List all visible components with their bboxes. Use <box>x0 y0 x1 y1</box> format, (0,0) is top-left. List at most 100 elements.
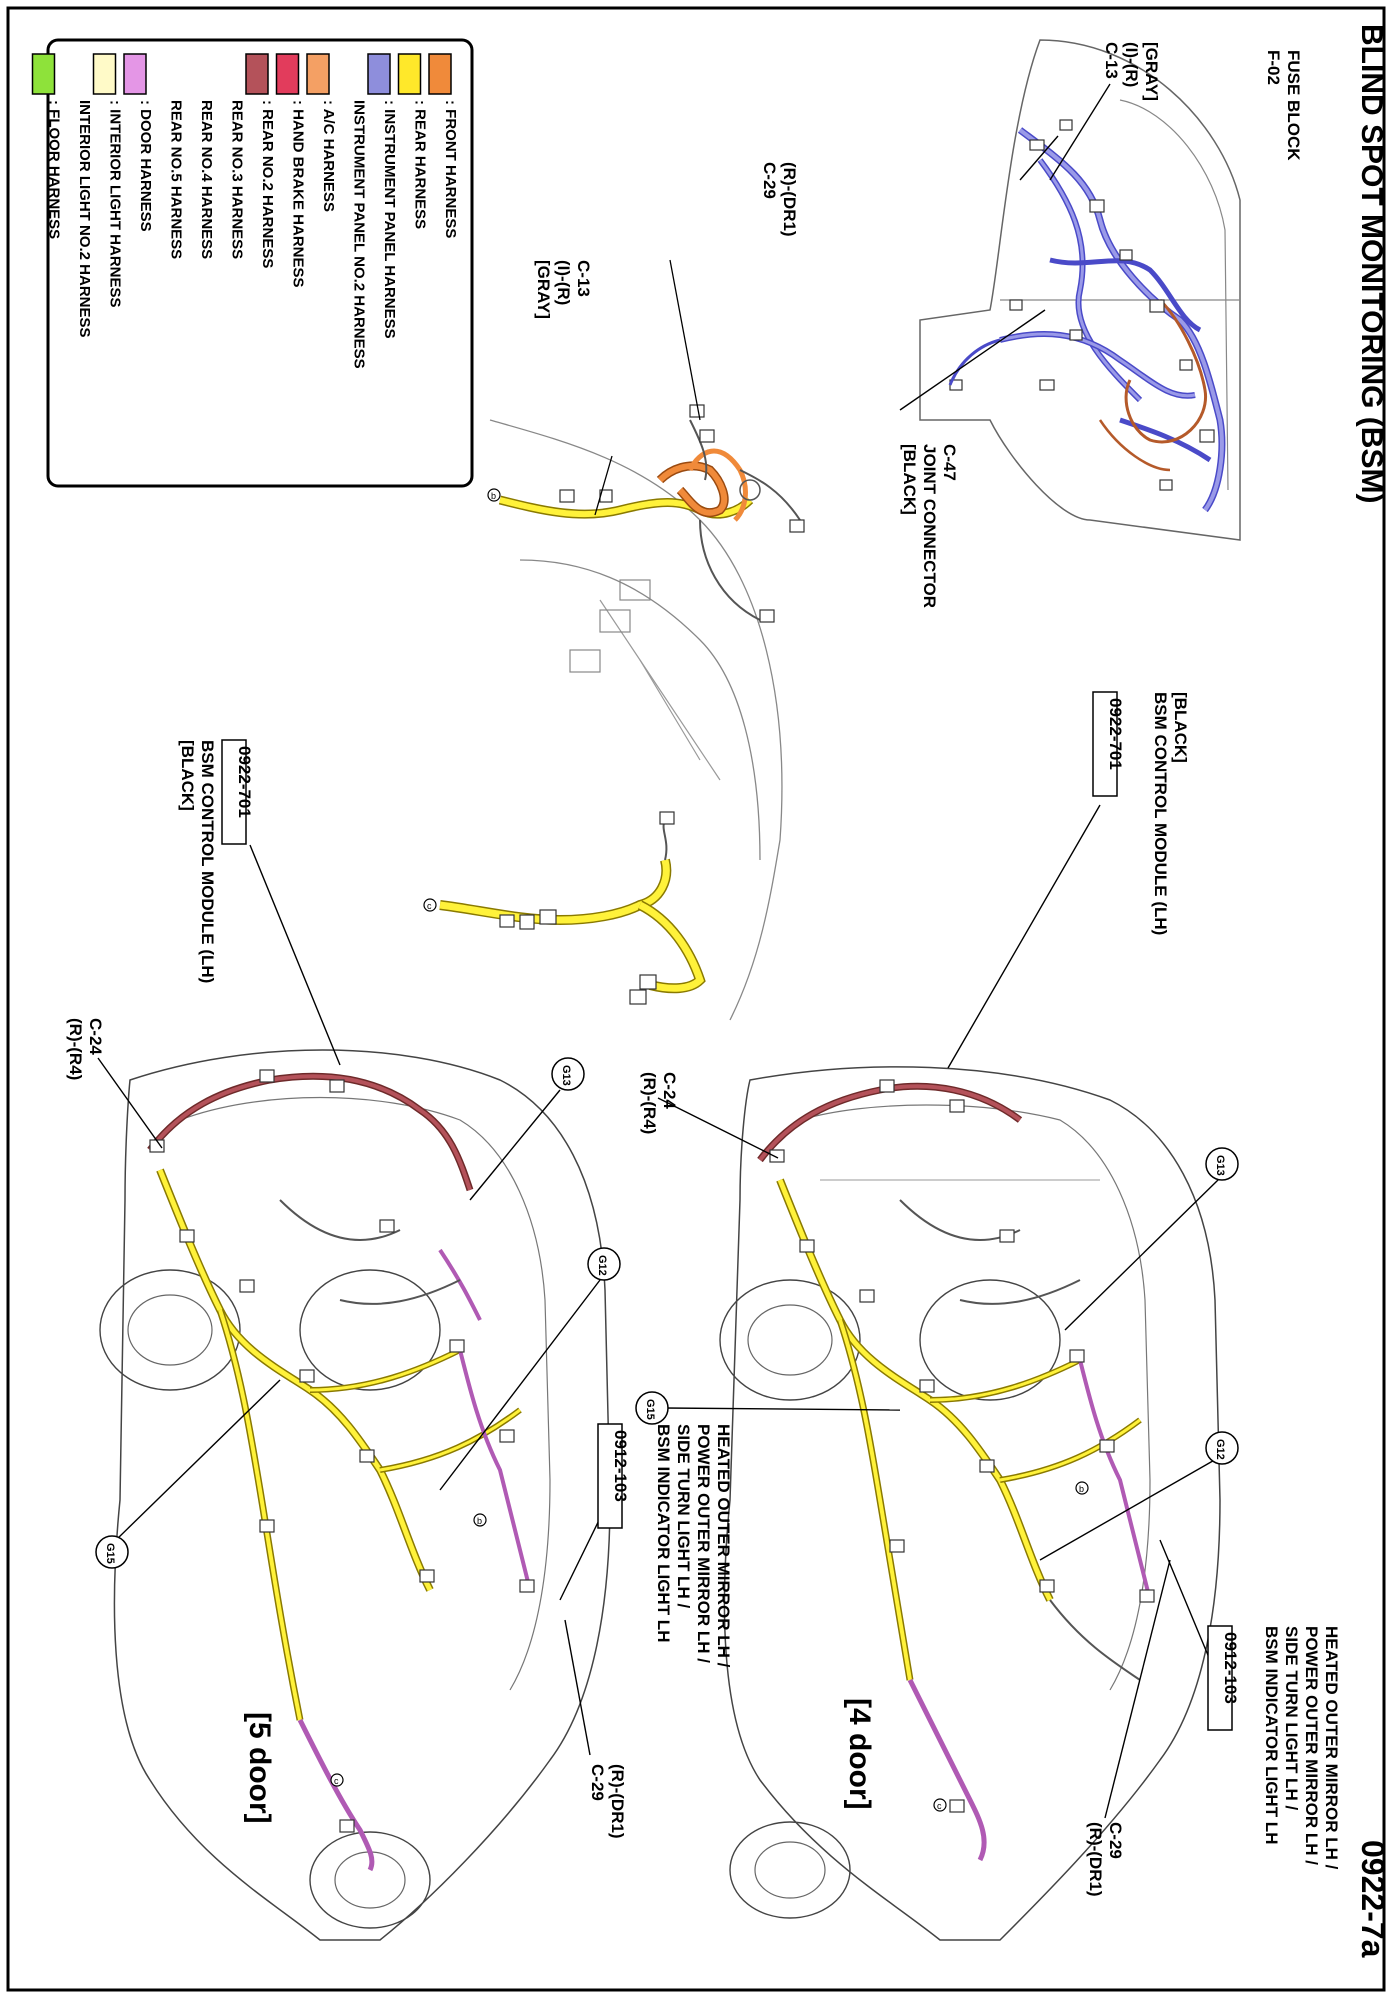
svg-text:FUSE BLOCK: FUSE BLOCK <box>1284 50 1303 161</box>
c24-label-4door: C-24 (R)-(R4) <box>640 1072 679 1134</box>
legend-label: REAR NO.4 HARNESS <box>198 100 215 259</box>
legend-swatch <box>245 53 269 95</box>
legend-box <box>46 38 474 488</box>
legend-label: INSTRUMENT PANEL NO.2 HARNESS <box>351 100 368 369</box>
legend-swatch <box>397 53 422 95</box>
svg-text:G12: G12 <box>1214 1439 1226 1460</box>
svg-text:BSM CONTROL MODULE (LH): BSM CONTROL MODULE (LH) <box>1151 692 1170 935</box>
svg-text:(R)-(DR1): (R)-(DR1) <box>1086 1822 1105 1897</box>
c13-top-label: [GRAY] (I)-(R) C-13 <box>1102 42 1161 101</box>
svg-text:0922-701: 0922-701 <box>235 746 254 818</box>
svg-text:G13: G13 <box>1214 1155 1226 1176</box>
svg-text:HEATED OUTER MIRROR LH /: HEATED OUTER MIRROR LH / <box>1322 1626 1341 1870</box>
legend-label: : REAR NO.2 HARNESS <box>259 100 276 268</box>
svg-text:(R)-(R4): (R)-(R4) <box>66 1018 85 1080</box>
svg-text:[BLACK]: [BLACK] <box>900 444 919 515</box>
legend-swatch <box>31 53 56 95</box>
ground-g15-5door: G15 <box>95 1535 129 1569</box>
svg-text:C-29: C-29 <box>1106 1822 1125 1859</box>
marker-c-5door: c <box>334 1776 339 1786</box>
marker-c-front: c <box>427 901 432 911</box>
ground-g12-4door: G12 <box>1205 1431 1239 1465</box>
svg-text:(I)-(R): (I)-(R) <box>554 260 573 305</box>
svg-text:JOINT CONNECTOR: JOINT CONNECTOR <box>920 444 939 608</box>
svg-text:SIDE TURN LIGHT LH /: SIDE TURN LIGHT LH / <box>674 1424 693 1608</box>
svg-text:C-24: C-24 <box>86 1018 105 1055</box>
svg-text:[BLACK]: [BLACK] <box>1171 692 1190 763</box>
svg-text:C-29: C-29 <box>760 162 779 199</box>
legend-label: : INTERIOR LIGHT HARNESS <box>107 100 124 308</box>
svg-text:0912-103: 0912-103 <box>1221 1632 1240 1704</box>
legend-swatch <box>123 53 147 95</box>
svg-text:C-29: C-29 <box>588 1764 607 1801</box>
svg-text:(R)-(DR1): (R)-(DR1) <box>608 1764 627 1839</box>
svg-text:C-13: C-13 <box>574 260 593 297</box>
page-code: 0922-7a <box>1355 1840 1391 1958</box>
svg-text:BSM INDICATOR LIGHT LH: BSM INDICATOR LIGHT LH <box>654 1424 673 1642</box>
marker-b-5door: b <box>477 1516 482 1526</box>
svg-text:G15: G15 <box>644 1399 656 1420</box>
c47-label: C-47 JOINT CONNECTOR [BLACK] <box>900 444 959 608</box>
svg-text:SIDE TURN LIGHT LH /: SIDE TURN LIGHT LH / <box>1282 1626 1301 1810</box>
svg-text:(R)-(R4): (R)-(R4) <box>640 1072 659 1134</box>
legend-rows: : FRONT HARNESS : REAR HARNESS : INSTRUMEN… <box>31 53 459 369</box>
marker-b-4door: b <box>1079 1484 1084 1494</box>
svg-text:G15: G15 <box>104 1543 116 1564</box>
fuse-block-label: FUSE BLOCK F-02 <box>1264 50 1303 161</box>
legend-label: : HAND BRAKE HARNESS <box>290 100 307 288</box>
svg-text:G13: G13 <box>560 1065 572 1086</box>
svg-text:C-24: C-24 <box>660 1072 679 1109</box>
c29-label-5door: (R)-(DR1) C-29 <box>588 1764 627 1839</box>
instrument-panel-view: FUSE BLOCK F-02 [GRAY] (I)-(R) C-13 C-47… <box>899 39 1303 608</box>
legend-label: : REAR HARNESS <box>412 100 429 229</box>
c29-engine-label: (R)-(DR1) C-29 <box>760 162 799 237</box>
legend-label: : A/C HARNESS <box>320 100 337 212</box>
legend-swatch <box>367 53 391 95</box>
c24-label-5door: C-24 (R)-(R4) <box>66 1018 105 1080</box>
ground-g13-4door: G13 <box>1205 1147 1239 1181</box>
svg-text:0912-103: 0912-103 <box>611 1430 630 1502</box>
ground-g12-5door: G12 <box>587 1247 621 1281</box>
legend-label: : INSTRUMENT PANEL HARNESS <box>381 100 398 339</box>
bsm-module-label-4door: [BLACK] BSM CONTROL MODULE (LH) 0922-701 <box>1092 691 1190 935</box>
page-border <box>6 6 1386 1992</box>
car-4-door: b c G13 G12 G15 [BLACK] BSM CONTROL MODU… <box>635 691 1341 1941</box>
legend-label: INTERIOR LIGHT NO.2 HARNESS <box>76 100 93 338</box>
front-harness-view: b (R)-(DR1) C-29 C-13 (I)-(R) [GRAY] c <box>423 162 805 1021</box>
svg-text:[GRAY]: [GRAY] <box>1142 42 1161 101</box>
svg-text:F-02: F-02 <box>1264 50 1283 85</box>
c13-engine-label: C-13 (I)-(R) [GRAY] <box>534 260 593 319</box>
legend-label: : FLOOR HARNESS <box>46 100 63 239</box>
legend-label: REAR NO.5 HARNESS <box>168 100 185 259</box>
legend-swatch <box>275 53 300 95</box>
svg-text:[GRAY]: [GRAY] <box>534 260 553 319</box>
car-5-door-title: [5 door] <box>243 1712 276 1824</box>
marker-c-4door: c <box>937 1801 942 1811</box>
car-4-door-title: [4 door] <box>843 1698 876 1810</box>
car-5-door: b c G13 G12 G15 0922-701 BSM CONTROL MOD… <box>66 739 733 1941</box>
svg-text:POWER OUTER MIRROR LH /: POWER OUTER MIRROR LH / <box>1302 1626 1321 1865</box>
svg-text:[BLACK]: [BLACK] <box>178 740 197 811</box>
mirror-label-5door: HEATED OUTER MIRROR LH / POWER OUTER MIR… <box>597 1423 733 1668</box>
legend-swatch <box>306 53 330 95</box>
page-title: BLIND SPOT MONITORING (BSM) <box>1355 24 1388 503</box>
harness-legend: : FRONT HARNESS : REAR HARNESS : INSTRUMEN… <box>31 38 474 488</box>
svg-text:(I)-(R): (I)-(R) <box>1122 42 1141 87</box>
legend-label: : DOOR HARNESS <box>137 100 154 232</box>
legend-label: REAR NO.3 HARNESS <box>229 100 246 259</box>
legend-swatch <box>92 53 117 95</box>
legend-label: : FRONT HARNESS <box>442 100 459 238</box>
svg-text:HEATED OUTER MIRROR LH /: HEATED OUTER MIRROR LH / <box>714 1424 733 1668</box>
svg-text:C-47: C-47 <box>940 444 959 481</box>
svg-text:BSM INDICATOR LIGHT LH: BSM INDICATOR LIGHT LH <box>1262 1626 1281 1844</box>
c29-label-4door: C-29 (R)-(DR1) <box>1086 1822 1125 1897</box>
legend-swatch <box>428 53 452 95</box>
marker-b-front: b <box>491 491 496 501</box>
svg-text:0922-701: 0922-701 <box>1106 698 1125 770</box>
ground-g13-5door: G13 <box>551 1057 585 1091</box>
ground-g15-4door: G15 <box>635 1391 669 1425</box>
svg-text:BSM CONTROL MODULE (LH): BSM CONTROL MODULE (LH) <box>198 740 217 983</box>
mirror-label-4door: HEATED OUTER MIRROR LH / POWER OUTER MIR… <box>1207 1625 1341 1870</box>
